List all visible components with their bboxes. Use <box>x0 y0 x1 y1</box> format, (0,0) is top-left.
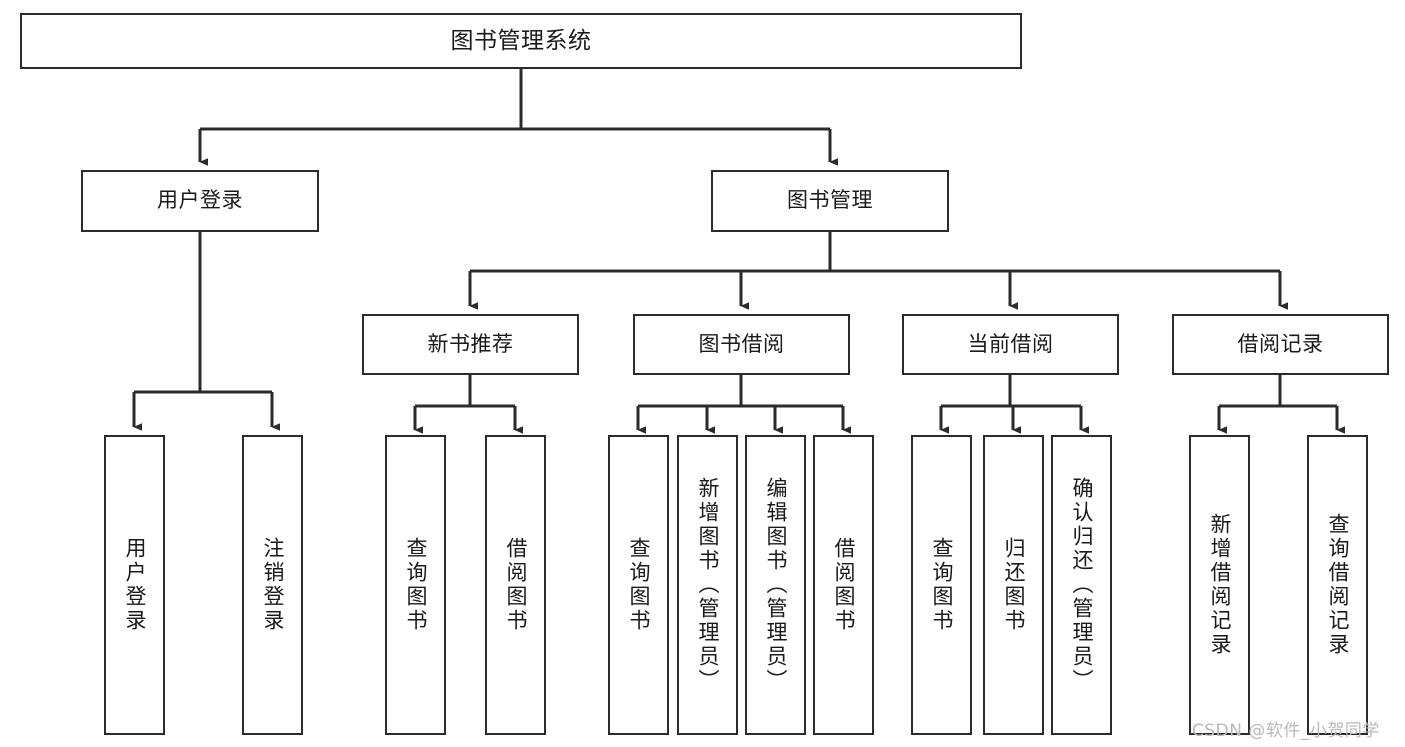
leaf-record-query-record[interactable]: 查询借阅记录 <box>1307 435 1368 735</box>
leaf-record-query-record-label: 查询借阅记录 <box>1326 513 1350 657</box>
node-current-borrow-label: 当前借阅 <box>967 331 1054 356</box>
leaf-user-logout-label: 注销登录 <box>261 537 285 633</box>
node-borrow-record[interactable]: 借阅记录 <box>1172 314 1389 375</box>
leaf-current-query-book-label: 查询图书 <box>930 537 954 633</box>
leaf-user-login-label: 用户登录 <box>123 537 147 633</box>
leaf-newbook-query-book[interactable]: 查询图书 <box>385 435 446 735</box>
leaf-current-query-book[interactable]: 查询图书 <box>911 435 972 735</box>
leaf-record-add-record-label: 新增借阅记录 <box>1208 513 1232 657</box>
node-book-management[interactable]: 图书管理 <box>711 170 949 232</box>
leaf-user-logout[interactable]: 注销登录 <box>242 435 303 735</box>
leaf-record-add-record[interactable]: 新增借阅记录 <box>1189 435 1250 735</box>
leaf-current-confirm-return-admin-label: 确认归还（管理员） <box>1070 477 1094 693</box>
node-book-management-label: 图书管理 <box>787 188 873 213</box>
leaf-borrow-borrow-book-label: 借阅图书 <box>832 537 856 633</box>
leaf-newbook-query-book-label: 查询图书 <box>404 537 428 633</box>
node-book-borrow[interactable]: 图书借阅 <box>633 314 850 375</box>
node-new-book-recommend-label: 新书推荐 <box>427 331 514 356</box>
leaf-borrow-borrow-book[interactable]: 借阅图书 <box>813 435 874 735</box>
leaf-borrow-add-book-admin[interactable]: 新增图书（管理员） <box>677 435 738 735</box>
leaf-borrow-edit-book-admin-label: 编辑图书（管理员） <box>764 477 788 693</box>
node-root-system-label: 图书管理系统 <box>450 27 592 54</box>
leaf-borrow-query-book-label: 查询图书 <box>627 537 651 633</box>
node-current-borrow[interactable]: 当前借阅 <box>902 314 1119 375</box>
leaf-current-return-book[interactable]: 归还图书 <box>983 435 1044 735</box>
leaf-current-return-book-label: 归还图书 <box>1002 537 1026 633</box>
node-user-login[interactable]: 用户登录 <box>81 170 319 232</box>
leaf-borrow-add-book-admin-label: 新增图书（管理员） <box>696 477 720 693</box>
node-borrow-record-label: 借阅记录 <box>1237 331 1324 356</box>
leaf-current-confirm-return-admin[interactable]: 确认归还（管理员） <box>1051 435 1112 735</box>
leaf-borrow-query-book[interactable]: 查询图书 <box>608 435 669 735</box>
leaf-user-login[interactable]: 用户登录 <box>104 435 165 735</box>
node-new-book-recommend[interactable]: 新书推荐 <box>362 314 579 375</box>
leaf-newbook-borrow-book[interactable]: 借阅图书 <box>485 435 546 735</box>
node-book-borrow-label: 图书借阅 <box>698 331 785 356</box>
node-root-system[interactable]: 图书管理系统 <box>20 13 1022 69</box>
node-user-login-label: 用户登录 <box>157 188 243 213</box>
leaf-borrow-edit-book-admin[interactable]: 编辑图书（管理员） <box>745 435 806 735</box>
leaf-newbook-borrow-book-label: 借阅图书 <box>504 537 528 633</box>
